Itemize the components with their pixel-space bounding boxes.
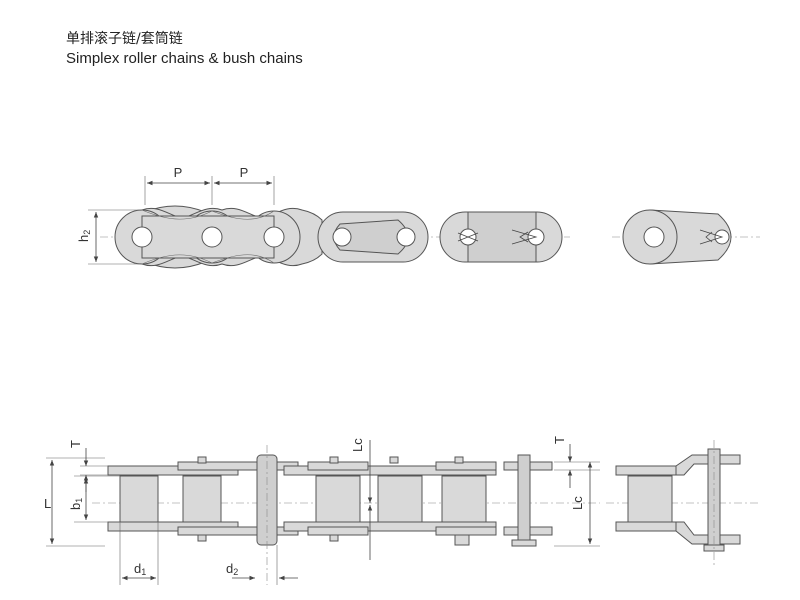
roller-5 bbox=[441, 475, 487, 523]
dim-thickness-right: T bbox=[552, 436, 567, 444]
dim-overall-length: L bbox=[44, 496, 51, 511]
pin-hole-3 bbox=[263, 226, 285, 248]
dim-pitch-1: P bbox=[174, 165, 183, 180]
roller-3 bbox=[315, 475, 361, 523]
dim-pin-diameter: d2 bbox=[226, 561, 238, 577]
dim-connecting-length-right: Lc bbox=[570, 496, 585, 510]
title-block: 单排滚子链/套筒链 Simplex roller chains & bush c… bbox=[66, 30, 303, 69]
dim-thickness-left: T bbox=[68, 440, 83, 448]
chain-plan-view: L T b1 d1 d2 Lc T Lc bbox=[44, 436, 600, 585]
connecting-link-plan-view bbox=[606, 440, 760, 565]
chain-side-view: P P h2 bbox=[76, 165, 570, 269]
pin-hole-1 bbox=[131, 226, 153, 248]
dim-pitch-2: P bbox=[240, 165, 249, 180]
dim-plate-height: h2 bbox=[76, 230, 92, 242]
title-english: Simplex roller chains & bush chains bbox=[66, 50, 303, 67]
title-chinese: 单排滚子链/套筒链 bbox=[66, 31, 183, 47]
dim-inner-width: b1 bbox=[68, 498, 84, 510]
roller-4 bbox=[377, 475, 423, 523]
pin-hole-2 bbox=[201, 226, 223, 248]
roller-1 bbox=[119, 475, 159, 523]
dim-roller-diameter: d1 bbox=[134, 561, 146, 577]
roller-2 bbox=[182, 475, 222, 523]
dim-connecting-length-center: Lc bbox=[350, 438, 365, 452]
connecting-link-end-view bbox=[612, 209, 760, 265]
